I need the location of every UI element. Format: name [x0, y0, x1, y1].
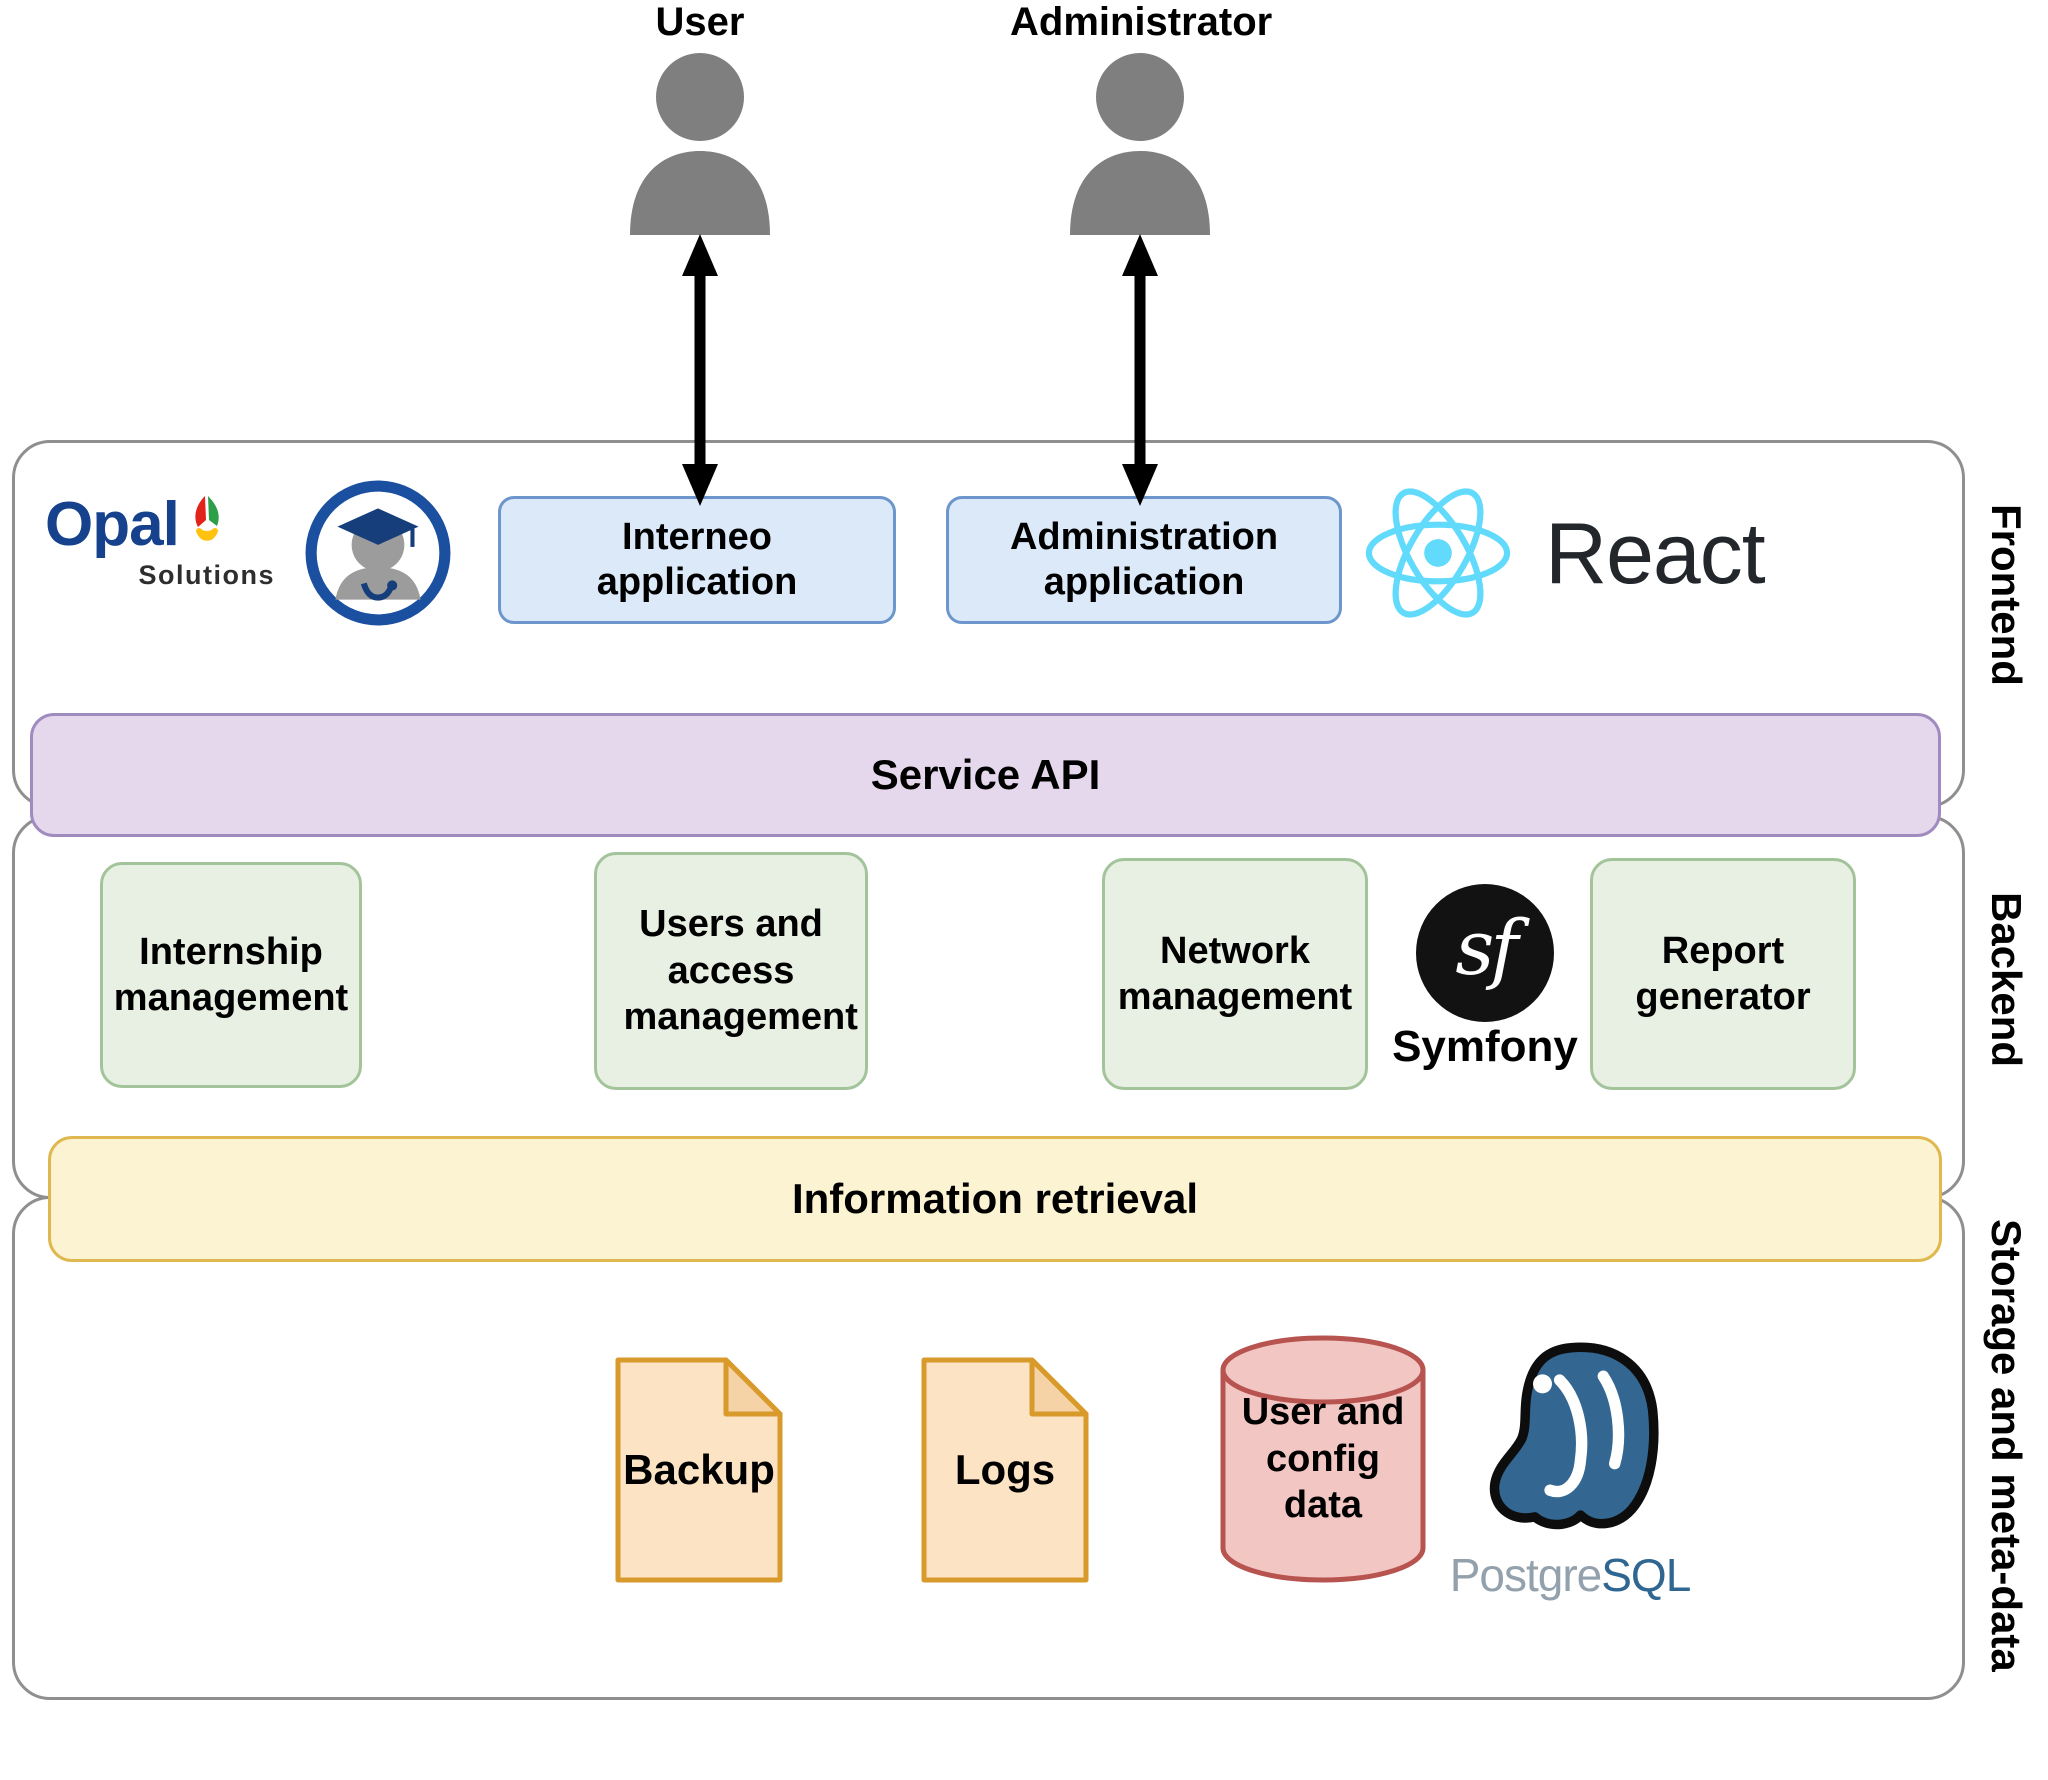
user-config-data-label: User and config data [1241, 1391, 1405, 1527]
react-logo-text: React [1545, 506, 1766, 602]
database-cylinder-icon [1220, 1335, 1426, 1583]
opal-logo-mark-icon [195, 496, 219, 541]
network-management-module: Network management [1102, 858, 1368, 1090]
logs-file-icon [921, 1357, 1089, 1583]
backup-file-item: Backup [614, 1356, 784, 1584]
opal-logo-text: Opal [45, 490, 180, 559]
opal-solutions-logo: Opal Solutions [45, 494, 275, 591]
logs-label: Logs [954, 1446, 1056, 1493]
users-access-management-module: Users and access management [594, 852, 868, 1090]
administration-application-box: Administration application [946, 496, 1342, 624]
network-management-label: Network management [1117, 929, 1353, 1018]
user-frontend-arrow [682, 234, 718, 506]
service-api-label: Service API [870, 751, 1101, 798]
user-config-database-item: User and config data [1214, 1330, 1432, 1588]
storage-layer-label: Storage and meta-data [1983, 1218, 2030, 1672]
user-person-icon [630, 53, 770, 235]
symfony-logo-text: Symfony [1392, 1022, 1578, 1071]
postgresql-text-sql: SQL [1601, 1549, 1691, 1601]
frontend-layer-label: Frontend [1983, 504, 2030, 686]
opal-logo-subtitle: Solutions [138, 560, 275, 590]
actor-administrator-label: Administrator [1010, 0, 1273, 44]
actor-user-label: User [655, 0, 745, 44]
report-generator-label: Report generator [1635, 929, 1811, 1018]
backup-file-icon [615, 1357, 783, 1583]
users-access-management-label: Users and access management [623, 903, 858, 1039]
symfony-logo-monogram: sf [1455, 902, 1518, 992]
postgresql-elephant-icon [1489, 1342, 1659, 1530]
interneo-application-box: Interneo application [498, 496, 896, 624]
information-retrieval-bar: Information retrieval [48, 1136, 1942, 1262]
interneo-student-icon [305, 480, 451, 626]
backend-layer-label: Backend [1983, 892, 2030, 1068]
report-generator-module: Report generator [1590, 858, 1856, 1090]
internship-management-label: Internship management [113, 930, 349, 1019]
backup-label: Backup [623, 1446, 775, 1493]
administrator-person-icon [1070, 53, 1210, 235]
information-retrieval-label: Information retrieval [791, 1175, 1199, 1222]
postgresql-logo-text: PostgreSQL [1430, 1548, 1710, 1602]
react-logo-icon [1365, 488, 1511, 618]
service-api-bar: Service API [30, 713, 1941, 837]
symfony-logo-icon: sf [1416, 884, 1554, 1022]
interneo-application-label: Interneo application [596, 516, 798, 603]
logs-file-item: Logs [920, 1356, 1090, 1584]
postgresql-text-postgre: Postgre [1449, 1549, 1603, 1601]
internship-management-module: Internship management [100, 862, 362, 1088]
administrator-frontend-arrow [1122, 234, 1158, 506]
administration-application-label: Administration application [1009, 516, 1279, 603]
